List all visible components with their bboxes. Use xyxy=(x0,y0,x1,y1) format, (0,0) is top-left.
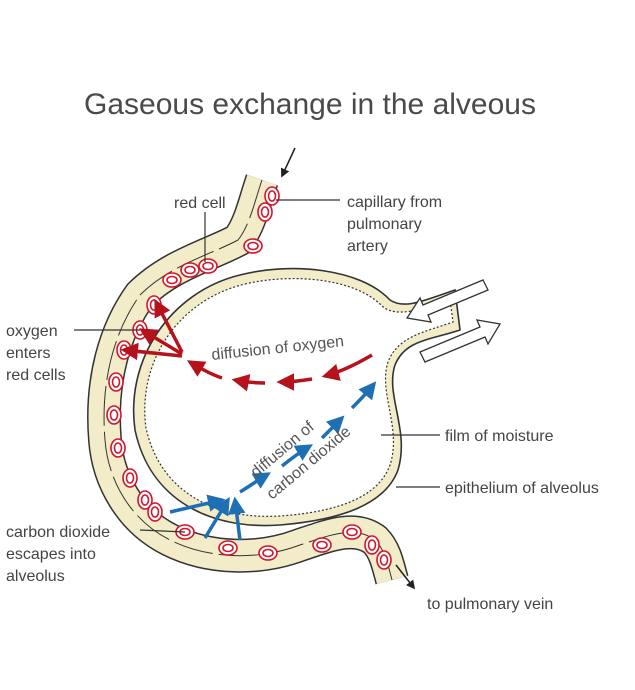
label-capillary-3: artery xyxy=(347,238,388,255)
label-co2-1: carbon dioxide xyxy=(6,524,110,541)
oxygen-diffusion-arrows xyxy=(120,298,373,392)
diagram-title: Gaseous exchange in the alveous xyxy=(84,88,536,121)
label-red-cell: red cell xyxy=(174,195,226,212)
red-cells xyxy=(106,186,392,570)
label-pulmonary-vein: to pulmonary vein xyxy=(427,596,553,613)
alveolus-sac xyxy=(132,267,461,527)
label-capillary-2: pulmonary xyxy=(347,216,422,233)
label-oxygen-3: red cells xyxy=(6,367,66,384)
label-oxygen-1: oxygen xyxy=(6,323,58,340)
label-epithelium: epithelium of alveolus xyxy=(445,480,599,497)
label-co2-2: escapes into xyxy=(6,546,96,563)
inflow-arrow xyxy=(280,147,296,178)
co2-diffusion-arrows xyxy=(169,381,377,541)
outflow-arrow xyxy=(395,564,416,590)
label-co2-3: alveolus xyxy=(6,568,65,585)
label-oxygen-2: enters xyxy=(6,345,50,362)
airflow-arrows xyxy=(405,279,502,363)
leader-lines xyxy=(74,199,440,533)
label-capillary-1: capillary from xyxy=(347,194,442,211)
label-film-of-moisture: film of moisture xyxy=(445,428,554,445)
